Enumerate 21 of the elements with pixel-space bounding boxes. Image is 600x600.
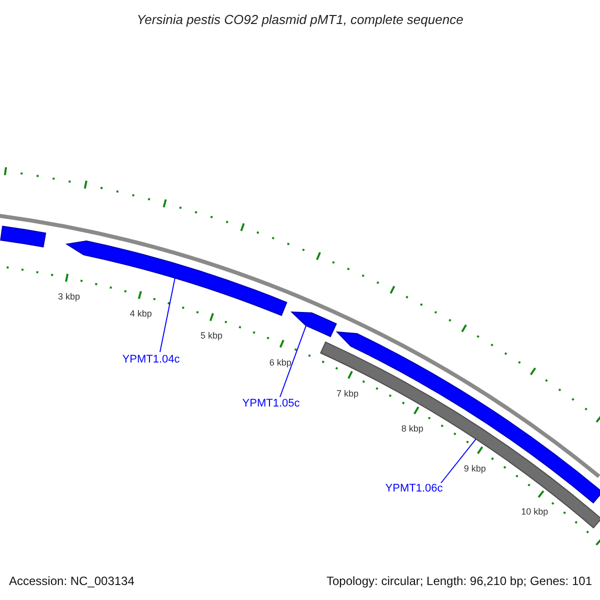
scale-label: 4 kbp <box>130 308 152 320</box>
feature-bar <box>320 342 600 528</box>
leader-line <box>440 438 476 484</box>
scale-label: 10 kbp <box>521 506 548 518</box>
scale-label: 9 kbp <box>464 463 486 474</box>
leader-line <box>280 325 307 398</box>
leader-line <box>160 278 176 352</box>
scale-label: 8 kbp <box>401 423 424 434</box>
scale-label: 5 kbp <box>200 330 222 342</box>
gene-bar <box>0 226 46 248</box>
gene-label: YPMT1.06c <box>385 482 443 496</box>
gene-feature <box>291 312 337 338</box>
map-title: Yersinia pestis CO92 plasmid pMT1, complete sequence <box>136 11 464 29</box>
gene-label: YPMT1.04c <box>122 354 180 366</box>
gene-feature <box>336 331 600 504</box>
footer-note: Accession: NC_003134 <box>9 573 134 590</box>
scale-label: 3 kbp <box>58 291 80 302</box>
gene-label: YPMT1.05c <box>242 398 300 410</box>
scale-label: 6 kbp <box>269 357 292 368</box>
footer-note: Topology: circular; Length: 96,210 bp; Genes: 101 <box>326 573 592 590</box>
scale-label: 7 kbp <box>336 388 359 400</box>
